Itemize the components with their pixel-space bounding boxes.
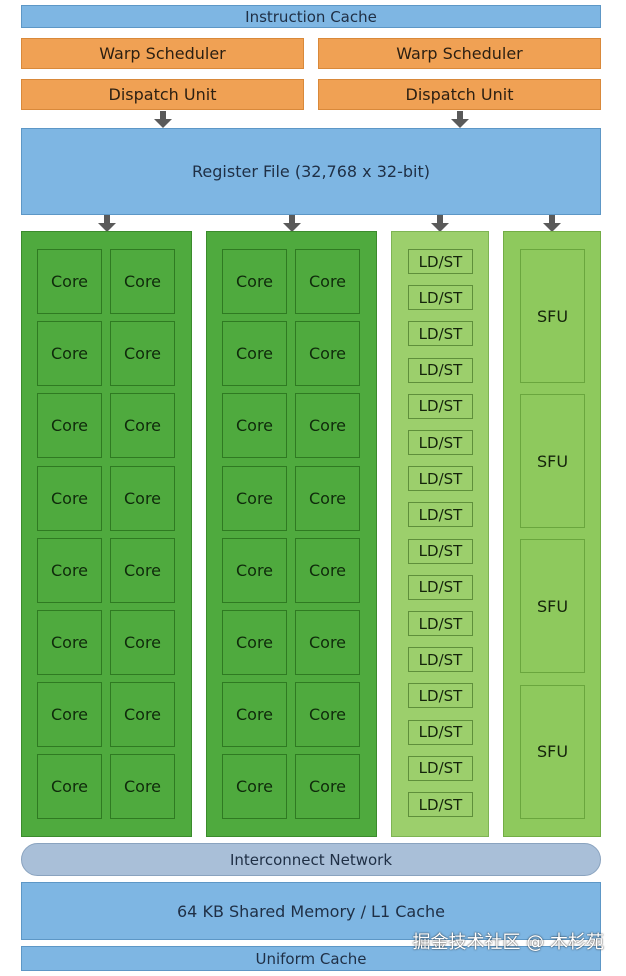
- core-unit: Core: [37, 393, 102, 459]
- arrow-down-icon: [283, 215, 301, 232]
- core-unit: Core: [295, 393, 360, 459]
- watermark: 掘金技术社区 @ 木杉苑: [412, 932, 604, 953]
- register-file: Register File (32,768 x 32-bit): [21, 128, 601, 215]
- core-unit: Core: [222, 393, 287, 459]
- ldst-unit: LD/ST: [408, 430, 473, 455]
- sfu-unit: SFU: [520, 539, 585, 674]
- core-unit: Core: [37, 754, 102, 820]
- core-unit: Core: [295, 682, 360, 748]
- core-unit: Core: [222, 754, 287, 820]
- ldst-unit: LD/ST: [408, 611, 473, 636]
- arrow-down-icon: [154, 111, 172, 128]
- core-unit: Core: [295, 321, 360, 387]
- ldst-unit: LD/ST: [408, 357, 473, 383]
- ldst-unit: LD/ST: [408, 466, 473, 492]
- ldst-unit: LD/ST: [408, 719, 473, 745]
- core-unit: Core: [295, 249, 360, 314]
- ldst-unit: LD/ST: [408, 683, 473, 709]
- core-unit: Core: [37, 321, 102, 387]
- core-unit: Core: [110, 754, 175, 820]
- sfu-unit: SFU: [520, 249, 585, 383]
- dispatch-unit-right: Dispatch Unit: [318, 79, 601, 110]
- ldst-unit: LD/ST: [408, 502, 473, 528]
- sfu-unit: SFU: [520, 684, 585, 819]
- core-unit: Core: [222, 610, 287, 675]
- ldst-unit: LD/ST: [408, 792, 473, 817]
- core-unit: Core: [295, 465, 360, 531]
- core-unit: Core: [222, 321, 287, 387]
- ldst-unit: LD/ST: [408, 285, 473, 311]
- shared-memory-l1-cache: 64 KB Shared Memory / L1 Cache: [21, 882, 601, 940]
- sfu-unit: SFU: [520, 394, 585, 529]
- ldst-unit: LD/ST: [408, 574, 473, 600]
- arrow-down-icon: [543, 215, 561, 232]
- arrow-down-icon: [451, 111, 469, 128]
- core-unit: Core: [110, 321, 175, 387]
- core-unit: Core: [110, 393, 175, 459]
- core-unit: Core: [37, 682, 102, 748]
- ldst-unit: LD/ST: [408, 321, 473, 347]
- ldst-unit: LD/ST: [408, 755, 473, 781]
- core-unit: Core: [222, 249, 287, 314]
- core-unit: Core: [37, 465, 102, 531]
- dispatch-unit-left: Dispatch Unit: [21, 79, 304, 110]
- core-unit: Core: [222, 682, 287, 748]
- core-unit: Core: [37, 610, 102, 675]
- core-unit: Core: [37, 249, 102, 314]
- core-unit: Core: [110, 682, 175, 748]
- core-unit: Core: [37, 537, 102, 603]
- ldst-unit: LD/ST: [408, 538, 473, 564]
- core-unit: Core: [110, 465, 175, 531]
- warp-scheduler-left: Warp Scheduler: [21, 38, 304, 69]
- uniform-cache: Uniform Cache: [21, 946, 601, 971]
- core-unit: Core: [110, 537, 175, 603]
- core-unit: Core: [222, 537, 287, 603]
- ldst-unit: LD/ST: [408, 393, 473, 419]
- warp-scheduler-right: Warp Scheduler: [318, 38, 601, 69]
- ldst-unit: LD/ST: [408, 647, 473, 673]
- core-unit: Core: [295, 754, 360, 820]
- arrow-down-icon: [431, 215, 449, 232]
- core-unit: Core: [295, 610, 360, 675]
- core-unit: Core: [295, 537, 360, 603]
- core-unit: Core: [110, 249, 175, 314]
- core-unit: Core: [222, 465, 287, 531]
- ldst-unit: LD/ST: [408, 249, 473, 274]
- core-unit: Core: [110, 610, 175, 675]
- interconnect-network: Interconnect Network: [21, 843, 601, 876]
- arrow-down-icon: [98, 215, 116, 232]
- instruction-cache: Instruction Cache: [21, 5, 601, 28]
